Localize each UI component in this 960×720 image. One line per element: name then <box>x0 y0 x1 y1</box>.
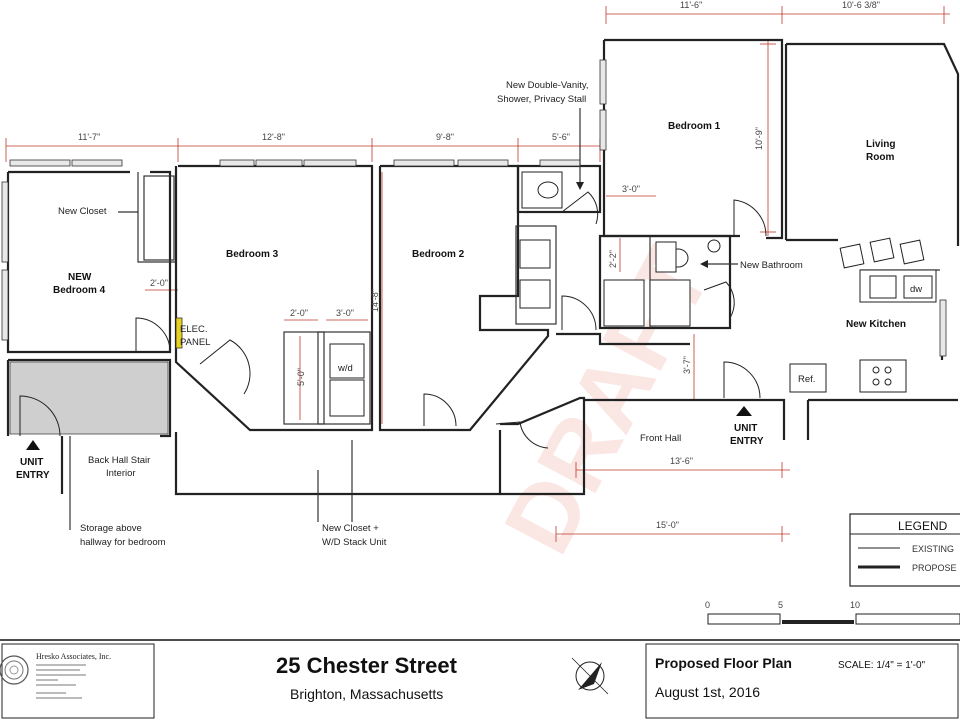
storage-hallway <box>9 361 169 435</box>
legend-proposed: PROPOSE <box>912 563 957 573</box>
dim-5-0: 5'-0" <box>296 368 306 386</box>
dim-3-7: 3'-7" <box>682 356 692 374</box>
sheet-date: August 1st, 2016 <box>655 684 760 700</box>
dim-10-9: 10'-9" <box>754 127 764 150</box>
room-bedroom-3: Bedroom 3 <box>226 249 279 260</box>
sheet-title: Proposed Floor Plan <box>655 655 792 671</box>
note-storage-line2: hallway for bedroom <box>80 537 166 548</box>
room-front-hall: Front Hall <box>640 433 681 444</box>
unit-entry-left-line2: ENTRY <box>16 470 50 481</box>
dim-3-0-bath: 3'-0" <box>622 184 640 194</box>
unit-entry-right-arrow-icon <box>736 406 752 416</box>
unit-entry-right-line1: UNIT <box>734 423 757 434</box>
dim-13-6: 13'-6" <box>670 456 693 466</box>
elec-panel-icon <box>175 317 183 349</box>
leader-lines <box>69 108 738 530</box>
note-closet-wd-line1: New Closet + <box>322 523 379 534</box>
note-elec-line2: PANEL <box>180 337 210 348</box>
windows <box>1 59 947 357</box>
unit-entry-right-line2: ENTRY <box>730 436 764 447</box>
note-elec-line1: ELEC. <box>180 324 207 335</box>
dim-2-0: 2'-0" <box>290 308 308 318</box>
legend: LEGEND EXISTING PROPOSE <box>849 513 960 587</box>
dim-9-8: 9'-8" <box>436 132 454 142</box>
note-wd: w/d <box>337 363 353 374</box>
dim-15-0: 15'-0" <box>656 520 679 530</box>
room-bedroom-2: Bedroom 2 <box>412 249 465 260</box>
project-city: Brighton, Massachusetts <box>290 686 443 702</box>
sheet-scale: SCALE: 1/4" = 1'-0" <box>838 660 926 671</box>
title-block: Hresko Associates, Inc. 25 Chester Stree… <box>0 639 960 719</box>
legend-title: LEGEND <box>898 519 948 533</box>
room-bedroom-4-line2: Bedroom 4 <box>53 285 106 296</box>
note-back-hall-line2: Interior <box>106 468 136 479</box>
firm-name: Hresko Associates, Inc. <box>36 652 111 661</box>
note-new-closet: New Closet <box>58 206 107 217</box>
firm-logo-icon <box>0 655 29 685</box>
legend-existing: EXISTING <box>912 544 954 554</box>
dim-10-6-3-8: 10'-6 3/8" <box>842 0 880 10</box>
note-storage-line1: Storage above <box>80 523 142 534</box>
note-closet-wd-line2: W/D Stack Unit <box>322 537 387 548</box>
dim-3-0: 3'-0" <box>336 308 354 318</box>
scale-tick-0: 0 <box>705 600 710 610</box>
note-ref: Ref. <box>798 374 815 385</box>
scale-tick-10: 10 <box>850 600 860 610</box>
dim-5-6: 5'-6" <box>552 132 570 142</box>
project-address: 25 Chester Street <box>276 653 458 678</box>
note-dw: dw <box>910 284 922 295</box>
dim-2-2: 2'-2" <box>608 250 618 268</box>
note-new-bathroom: New Bathroom <box>740 260 803 271</box>
dim-2-0-closet: 2'-0" <box>150 278 168 288</box>
note-vanity-line2: Shower, Privacy Stall <box>497 94 586 105</box>
plumbing-fixtures <box>175 171 933 417</box>
scale-bar: 0 5 10 <box>705 600 960 625</box>
note-vanity-line1: New Double-Vanity, <box>506 80 589 91</box>
dim-14-8: 14'-8" <box>370 289 380 312</box>
room-bedroom-4-line1: NEW <box>68 272 92 283</box>
unit-entry-left-arrow-icon <box>26 440 40 450</box>
room-kitchen: New Kitchen <box>846 319 906 330</box>
doors <box>19 191 767 449</box>
dim-12-8: 12'-8" <box>262 132 285 142</box>
room-bedroom-1: Bedroom 1 <box>668 121 721 132</box>
room-living-line2: Room <box>866 152 894 163</box>
dim-11-7: 11'-7" <box>78 132 100 142</box>
room-living-line1: Living <box>866 139 895 150</box>
scale-tick-5: 5 <box>778 600 783 610</box>
dimension-lines <box>5 6 950 542</box>
unit-entry-left-line1: UNIT <box>20 457 43 468</box>
dim-11-6: 11'-6" <box>680 0 702 10</box>
north-arrow-icon <box>571 657 609 695</box>
note-back-hall-line1: Back Hall Stair <box>88 455 150 466</box>
